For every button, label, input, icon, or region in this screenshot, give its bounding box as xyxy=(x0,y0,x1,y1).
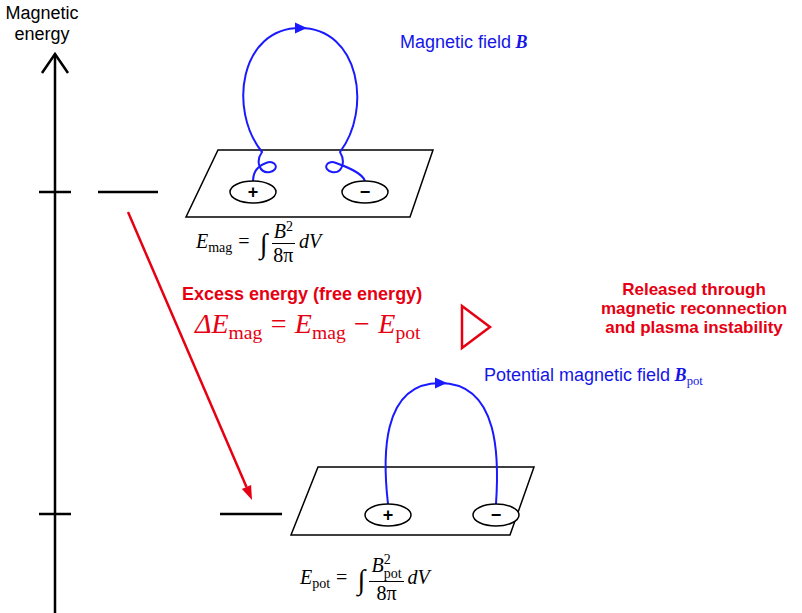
energy-formula: Emag = ∫ B2 8π dV xyxy=(196,219,321,267)
field-label: Magnetic fieldB xyxy=(400,32,528,53)
energy-formula: Epot=∫B2pot8πdV xyxy=(300,553,430,605)
math-subscript: mag xyxy=(208,240,232,255)
arrow-shaft xyxy=(128,212,247,487)
energy-level xyxy=(220,513,282,516)
math-denominator: 8π xyxy=(273,244,293,266)
axis-arrowhead xyxy=(42,54,68,73)
axis-tick xyxy=(39,513,71,516)
math-differential: dV xyxy=(299,230,321,252)
pole-circle: − xyxy=(341,180,389,204)
free-energy-title: Excess energy (free energy) xyxy=(182,284,422,304)
pole-circle: − xyxy=(472,503,520,527)
axis-tick xyxy=(39,191,71,194)
math-denominator: 8π xyxy=(376,582,396,604)
math-subscript: pot xyxy=(395,322,420,343)
pole-ellipse xyxy=(230,181,276,203)
potential-field-line xyxy=(386,383,498,504)
math-symbol: E xyxy=(378,308,395,339)
math-subscript: mag xyxy=(312,322,346,343)
field-arrowhead xyxy=(435,378,447,389)
field-name: Potential magnetic field xyxy=(484,365,670,385)
polarity-sign: − xyxy=(491,505,502,525)
math-operator: = xyxy=(336,566,347,588)
math-symbol: E xyxy=(295,308,312,339)
math-subscript: pot xyxy=(384,567,402,581)
math-operator: − xyxy=(354,308,370,339)
release-note: Released through magnetic reconnection a… xyxy=(590,280,798,337)
pole-circle: + xyxy=(229,180,277,204)
axis-label: Magnetic energy xyxy=(2,3,82,45)
math-operator: = xyxy=(271,308,287,339)
math-operator: = xyxy=(238,230,249,252)
math-superscript: 2 xyxy=(286,219,293,234)
math-integral: ∫ xyxy=(358,564,366,595)
axis-line xyxy=(54,54,57,613)
field-subscript: pot xyxy=(687,374,703,388)
math-symbol: B xyxy=(371,554,383,576)
twisted-field-line xyxy=(243,28,365,181)
axis-title: Magnetic energy xyxy=(5,3,78,44)
pole-circle: + xyxy=(364,503,412,527)
photosphere-plate xyxy=(186,150,433,217)
math-integral: ∫ xyxy=(260,228,268,259)
energy-level xyxy=(98,191,158,194)
field-symbol: B xyxy=(516,32,528,52)
pole-ellipse xyxy=(365,504,411,526)
pole-ellipse xyxy=(473,504,519,526)
free-energy-formula: ΔEmag=Emag−Epot xyxy=(195,308,420,344)
energy-axis xyxy=(39,54,282,613)
field-name: Magnetic field xyxy=(400,32,511,52)
excess-energy-label: Excess energy (free energy) xyxy=(182,284,422,305)
pole-ellipse xyxy=(342,181,388,203)
math-subscript: mag xyxy=(229,322,263,343)
polarity-sign: + xyxy=(383,505,394,525)
field-label: Potential magnetic fieldBpot xyxy=(484,365,703,389)
math-subscript: pot xyxy=(312,576,330,591)
field-symbol: B xyxy=(675,365,687,385)
math-superscript: 2 xyxy=(384,553,402,567)
math-symbol: ΔE xyxy=(195,308,229,339)
polarity-sign: + xyxy=(248,182,259,202)
release-text: Released through magnetic reconnection a… xyxy=(601,280,787,337)
math-symbol: B xyxy=(274,220,286,242)
field-arrowhead xyxy=(295,23,307,34)
polarity-sign: − xyxy=(360,182,371,202)
relaxation-arrow xyxy=(128,212,252,500)
math-symbol: E xyxy=(300,566,312,588)
arrow-head xyxy=(242,485,252,500)
math-symbol: E xyxy=(196,230,208,252)
triangle-symbol xyxy=(462,306,490,348)
math-differential: dV xyxy=(408,566,430,588)
